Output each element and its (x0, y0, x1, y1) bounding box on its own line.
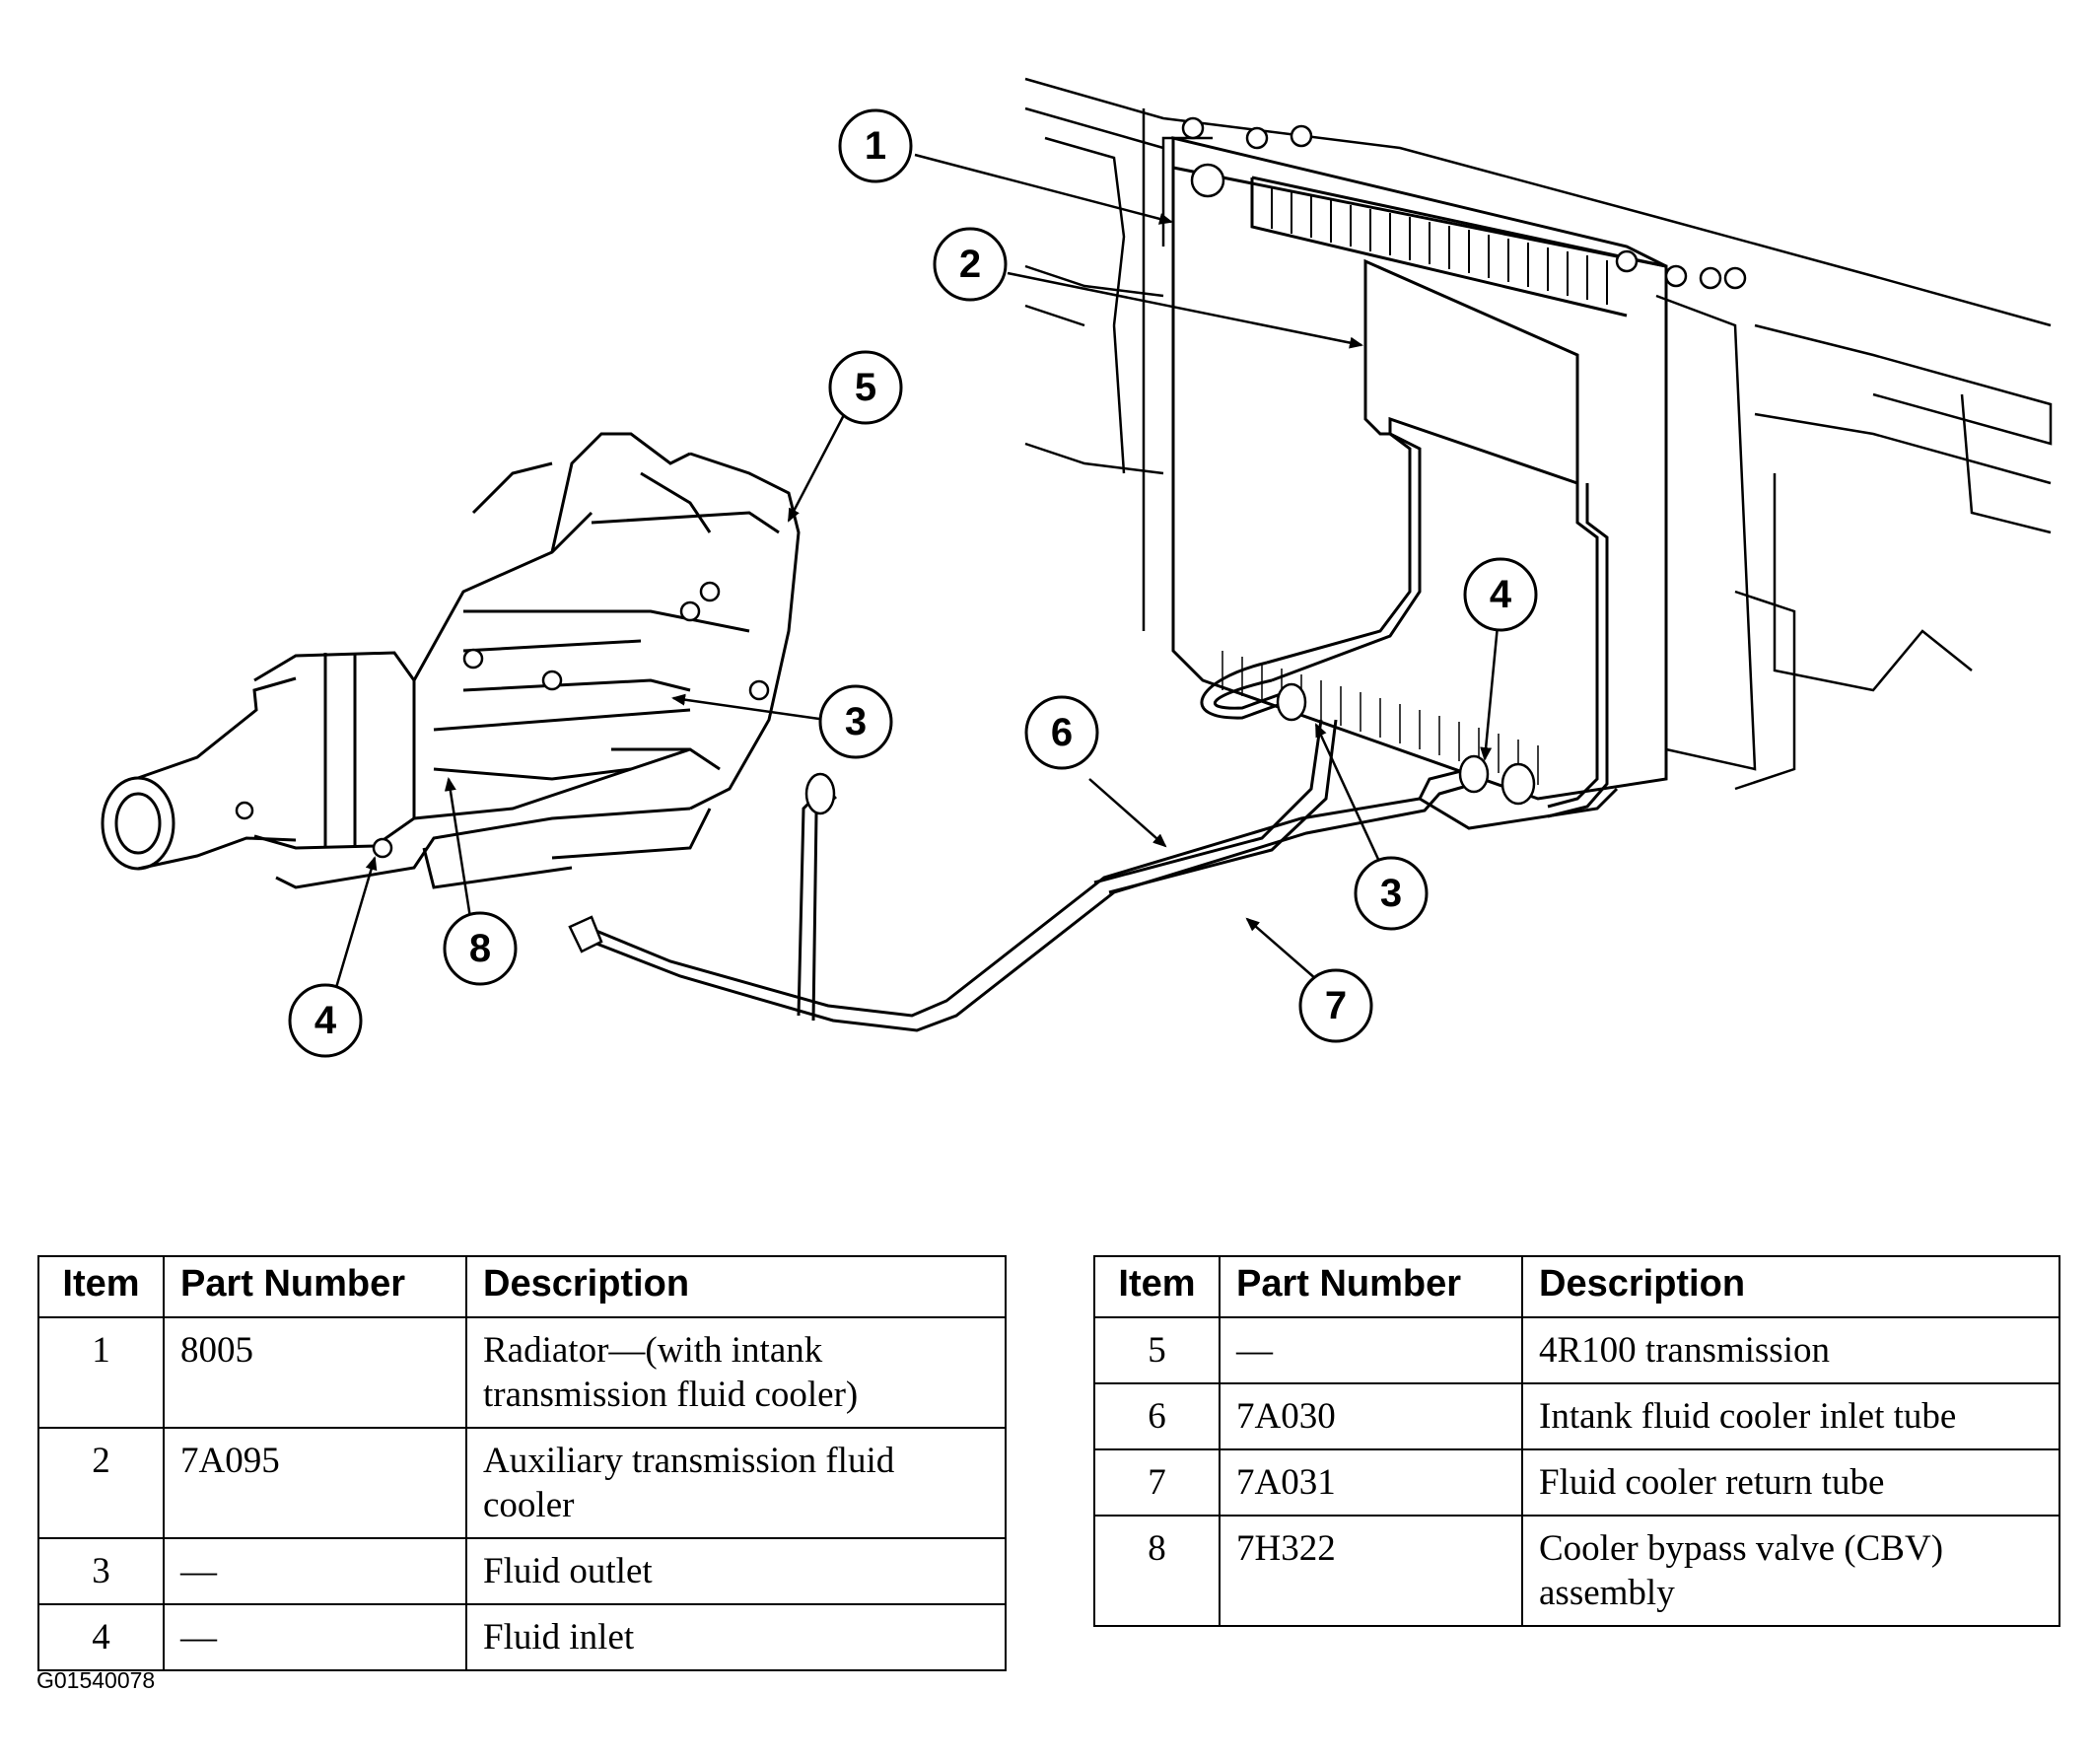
table-row: 3 — Fluid outlet (37, 1537, 1007, 1605)
cell-item: 6 (1093, 1382, 1221, 1450)
cell-description: Radiator—(with intank transmission fluid… (465, 1316, 1007, 1429)
callout-item-3-transmission: 3 (818, 684, 893, 759)
callout-item-4-transmission: 4 (288, 983, 363, 1058)
callout-number: 3 (1380, 872, 1402, 915)
cell-description: Fluid inlet (465, 1603, 1007, 1671)
callout-number: 3 (845, 700, 867, 743)
callout-number: 4 (314, 999, 337, 1042)
cell-part-number: — (1219, 1316, 1523, 1384)
callout-item-6: 6 (1024, 695, 1099, 770)
cell-item: 4 (37, 1603, 165, 1671)
callout-number: 5 (855, 366, 876, 409)
callout-item-4-radiator: 4 (1463, 557, 1538, 632)
callout-number: 2 (959, 243, 981, 286)
table-row: 1 8005 Radiator—(with intank transmissio… (37, 1316, 1007, 1429)
table-row: 7 7A031 Fluid cooler return tube (1093, 1448, 2060, 1517)
table-header-row: Item Part Number Description (1093, 1255, 2060, 1318)
radiator (1171, 136, 1668, 801)
cell-item: 8 (1093, 1515, 1221, 1627)
table-row: 5 — 4R100 transmission (1093, 1316, 2060, 1384)
cell-description: Fluid outlet (465, 1537, 1007, 1605)
cell-description: Fluid cooler return tube (1521, 1448, 2060, 1517)
callout-number: 8 (469, 927, 491, 970)
callout-item-5: 5 (828, 350, 903, 425)
transmission-bolts (235, 581, 770, 859)
callout-number: 6 (1051, 711, 1073, 754)
callout-item-3-radiator: 3 (1354, 856, 1429, 931)
radiator-bolts (1181, 116, 1747, 290)
cell-description: Intank fluid cooler inlet tube (1521, 1382, 2060, 1450)
figure-id: G01540078 (36, 1667, 156, 1693)
cell-item: 5 (1093, 1316, 1221, 1384)
header-description: Description (1521, 1255, 2060, 1318)
cell-description: Auxiliary transmission fluid cooler (465, 1427, 1007, 1539)
callout-item-1: 1 (838, 108, 913, 183)
cell-item: 7 (1093, 1448, 1221, 1517)
table-header-row: Item Part Number Description (37, 1255, 1007, 1318)
radiator-bottom-fins (1222, 651, 1539, 785)
callouts: 1 2 5 4 3 6 3 8 (288, 108, 1538, 1058)
callout-number: 1 (865, 124, 886, 168)
callout-number: 4 (1490, 573, 1512, 616)
cell-item: 3 (37, 1537, 165, 1605)
table-row: 4 — Fluid inlet (37, 1603, 1007, 1671)
table-row: 2 7A095 Auxiliary transmission fluid coo… (37, 1427, 1007, 1539)
cell-part-number: — (163, 1537, 467, 1605)
radiator-support-frame (1024, 77, 2053, 791)
leader-lines (333, 153, 1501, 992)
cell-item: 2 (37, 1427, 165, 1539)
cell-description: Cooler bypass valve (CBV) assembly (1521, 1515, 2060, 1627)
callout-item-2: 2 (933, 227, 1008, 302)
cell-item: 1 (37, 1316, 165, 1429)
header-item: Item (37, 1255, 165, 1318)
cell-part-number: 7A031 (1219, 1448, 1523, 1517)
auxiliary-cooler (1200, 258, 1609, 818)
callout-item-7: 7 (1298, 968, 1373, 1043)
cell-part-number: 7A030 (1219, 1382, 1523, 1450)
parts-table-left: Item Part Number Description 1 8005 Radi… (37, 1255, 1007, 1671)
callout-number: 7 (1325, 984, 1347, 1027)
cell-part-number: 7H322 (1219, 1515, 1523, 1627)
table-row: 6 7A030 Intank fluid cooler inlet tube (1093, 1382, 2060, 1450)
callout-item-8: 8 (443, 911, 518, 986)
cell-part-number: 8005 (163, 1316, 467, 1429)
header-item: Item (1093, 1255, 1221, 1318)
header-description: Description (465, 1255, 1007, 1318)
header-part-number: Part Number (163, 1255, 467, 1318)
cell-part-number: — (163, 1603, 467, 1671)
header-part-number: Part Number (1219, 1255, 1523, 1318)
transmission (101, 432, 801, 889)
cell-part-number: 7A095 (163, 1427, 467, 1539)
tube-fittings (568, 682, 1536, 953)
table-row: 8 7H322 Cooler bypass valve (CBV) assemb… (1093, 1515, 2060, 1627)
cell-description: 4R100 transmission (1521, 1316, 2060, 1384)
parts-table-right: Item Part Number Description 5 — 4R100 t… (1093, 1255, 2060, 1627)
radiator-fins (1271, 187, 1608, 305)
